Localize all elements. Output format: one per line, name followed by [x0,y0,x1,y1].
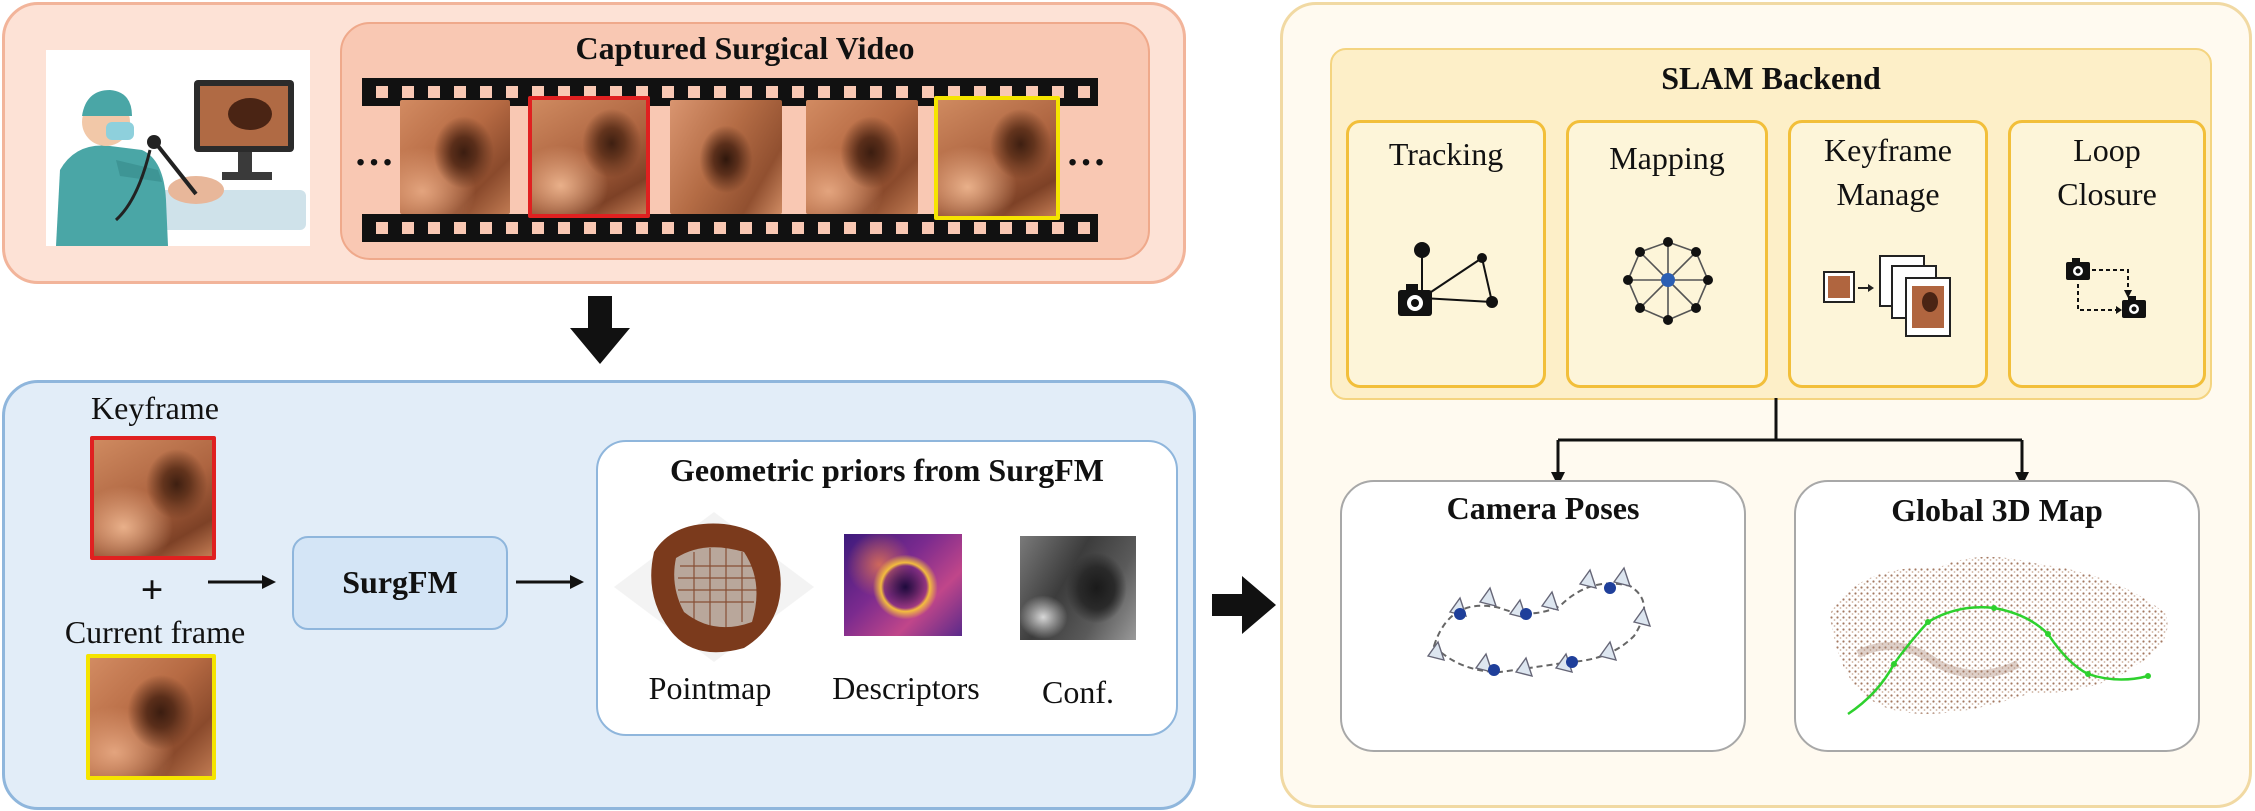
surgfm-model-box [292,536,508,630]
keyframe-image [90,436,216,560]
film-ellipsis-left: … [354,129,394,174]
loop-closure-label-2: Closure [2057,176,2157,212]
arrow-to-priors-icon [516,575,584,589]
tracking-graph-icon [1398,242,1498,316]
loop-closure-module [2008,120,2206,388]
surgeon-icon [46,50,310,246]
mapping-graph-icon [1623,237,1713,325]
video-frame-current [934,96,1060,220]
camera-poses-title: Camera Poses [1446,490,1640,526]
pointmap-render-icon [614,512,814,662]
keyframe-manage-label-2: Manage [1836,176,1940,212]
film-rail-bottom [362,214,1098,222]
down-arrow-icon [570,296,630,364]
video-frame-4 [806,100,918,214]
point-cloud-map-icon [1830,556,2168,716]
current-frame-image [86,654,216,780]
arrow-to-surgfm-icon [208,575,276,589]
plus-sign: + [140,567,164,612]
camera-trajectory-icon [1426,566,1652,677]
current-frame-label: Current frame [64,614,246,650]
right-arrow-icon [1212,576,1276,634]
keyframe-label: Keyframe [91,390,219,426]
descriptors-label: Descriptors [832,670,980,706]
conf-label: Conf. [1042,674,1114,710]
mapping-module [1566,120,1768,388]
film-holes-bottom [362,222,1098,234]
keyframe-stack-icon [1823,255,1951,337]
slam-backend-title: SLAM Backend [1661,60,1881,96]
mapping-label: Mapping [1609,140,1725,176]
camera-poses-box [1340,480,1746,752]
tracking-module [1346,120,1546,388]
descriptors-heatmap [844,534,962,636]
video-frame-3 [670,100,782,214]
confidence-map [1020,536,1136,640]
pointmap-label: Pointmap [648,670,772,706]
loop-closure-icon [2066,258,2146,318]
global-map-title: Global 3D Map [1891,492,2103,528]
video-title: Captured Surgical Video [575,30,915,66]
film-rail-bottom-2 [362,234,1098,242]
film-holes-top [362,86,1098,98]
priors-title: Geometric priors from SurgFM [670,452,1104,488]
video-frame-keyframe [528,96,650,218]
keyframe-manage-label-1: Keyframe [1824,132,1952,168]
keyframe-manage-module [1788,120,1988,388]
film-rail-top [362,78,1098,86]
surgfm-model-label: SurgFM [342,564,458,600]
loop-closure-label-1: Loop [2073,132,2141,168]
film-ellipsis-right: … [1066,129,1106,174]
video-frame-1 [400,100,510,214]
tracking-label: Tracking [1388,136,1504,172]
backend-output-connector [1551,398,2029,486]
surgeon-illustration [46,50,310,246]
